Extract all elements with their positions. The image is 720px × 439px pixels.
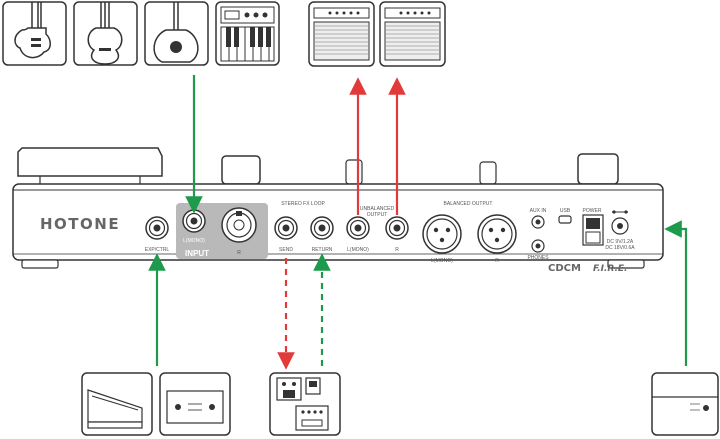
power-switch xyxy=(582,214,604,246)
footswitch-icon xyxy=(159,372,231,436)
model-logo: CDCM xyxy=(548,263,581,274)
usb-label: USB xyxy=(560,208,571,214)
expression-pedal-icon xyxy=(81,372,153,436)
output-r-label: R xyxy=(395,247,399,253)
xlr-right-label: R xyxy=(495,258,499,264)
input-r-label: R xyxy=(237,250,241,256)
acoustic-guitar-icon xyxy=(73,1,138,66)
electric-guitar-icon xyxy=(2,1,67,66)
exp-ctrl-label: EXP/CTRL xyxy=(145,247,170,253)
dc-power-jack xyxy=(611,210,629,235)
output-r-jack xyxy=(385,216,409,240)
brand-logo: HOTONE xyxy=(40,215,120,233)
power-adapter-line xyxy=(664,220,688,366)
return-label: RETURN xyxy=(312,247,333,253)
dc-spec-2: DC 18V/0.6A xyxy=(605,245,635,251)
output-mono-label: L(MONO) xyxy=(347,247,369,253)
send-label: SEND xyxy=(279,247,293,253)
xlr-right-jack xyxy=(477,214,517,254)
phones-jack xyxy=(531,239,545,253)
unbal-header: UNBALANCED xyxy=(360,206,395,212)
acoustic-guitar-alt-icon xyxy=(144,1,209,66)
input-mono-label: L(MONO) xyxy=(183,238,205,244)
phones-label: PHONES xyxy=(527,255,549,261)
usb-port xyxy=(558,215,572,224)
fx-loop-header: STEREO FX LOOP xyxy=(281,201,325,207)
output-mono-jack xyxy=(346,216,370,240)
exp-ctrl-jack xyxy=(145,216,169,240)
xlr-left-jack xyxy=(422,214,462,254)
balanced-header: BALANCED OUTPUT xyxy=(444,201,493,207)
input-panel xyxy=(176,203,268,259)
send-jack xyxy=(274,216,298,240)
input-label: INPUT xyxy=(185,249,209,258)
model-sub-logo: F.I.R.E. xyxy=(593,264,627,274)
amplifier-left-icon xyxy=(308,1,375,67)
aux-in-jack xyxy=(531,215,545,229)
unbal-sub: OUTPUT xyxy=(367,212,388,218)
external-effects-pedal-icon xyxy=(269,372,341,436)
amplifier-right-icon xyxy=(379,1,446,67)
xlr-left-label: L(MONO) xyxy=(431,258,453,264)
power-label: POWER xyxy=(583,208,602,214)
dc-spec-1: DC 9V/1.2A xyxy=(607,239,634,245)
keyboard-synth-icon xyxy=(215,1,280,66)
power-adapter-icon xyxy=(651,372,719,436)
return-jack xyxy=(310,216,334,240)
aux-in-label: AUX IN xyxy=(530,208,547,214)
